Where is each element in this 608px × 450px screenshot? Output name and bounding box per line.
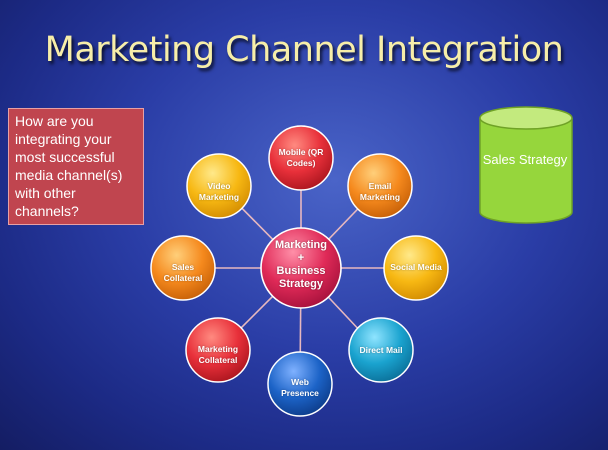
hub-label: Marketing + Business Strategy: [258, 239, 344, 291]
node-mobile: [268, 125, 334, 191]
node-label-video: Video Marketing: [198, 181, 240, 202]
hub-label-line4: Strategy: [278, 278, 324, 290]
node-label-email: Email Marketing: [359, 181, 401, 202]
node-social: [383, 235, 449, 301]
node-label-social: Social Media: [390, 262, 442, 272]
sales-strategy-label: Sales Strategy: [482, 152, 568, 167]
node-marketing-collateral: [185, 317, 251, 383]
node-label-mobile: Mobile (QR Codes): [278, 147, 324, 168]
node-web: [267, 351, 333, 417]
sales-strategy-cylinder: [479, 106, 573, 224]
node-label-direct-mail: Direct Mail: [359, 345, 403, 355]
slide-title: Marketing Channel Integration: [44, 30, 564, 70]
hub-label-line2: +: [297, 252, 305, 264]
node-email: [347, 153, 413, 219]
hub-label-line1: Marketing: [275, 239, 327, 251]
node-label-sales-collateral: Sales Collateral: [163, 262, 203, 283]
node-direct-mail: [348, 317, 414, 383]
hub-node: [260, 227, 342, 309]
hub-label-line3: Business: [276, 265, 326, 277]
node-video: [186, 153, 252, 219]
node-sales-collateral: [150, 235, 216, 301]
node-label-marketing-collateral: Marketing Collateral: [197, 344, 239, 365]
question-box: How are you integrating your most succes…: [8, 108, 144, 225]
node-label-web: Web Presence: [281, 377, 319, 398]
